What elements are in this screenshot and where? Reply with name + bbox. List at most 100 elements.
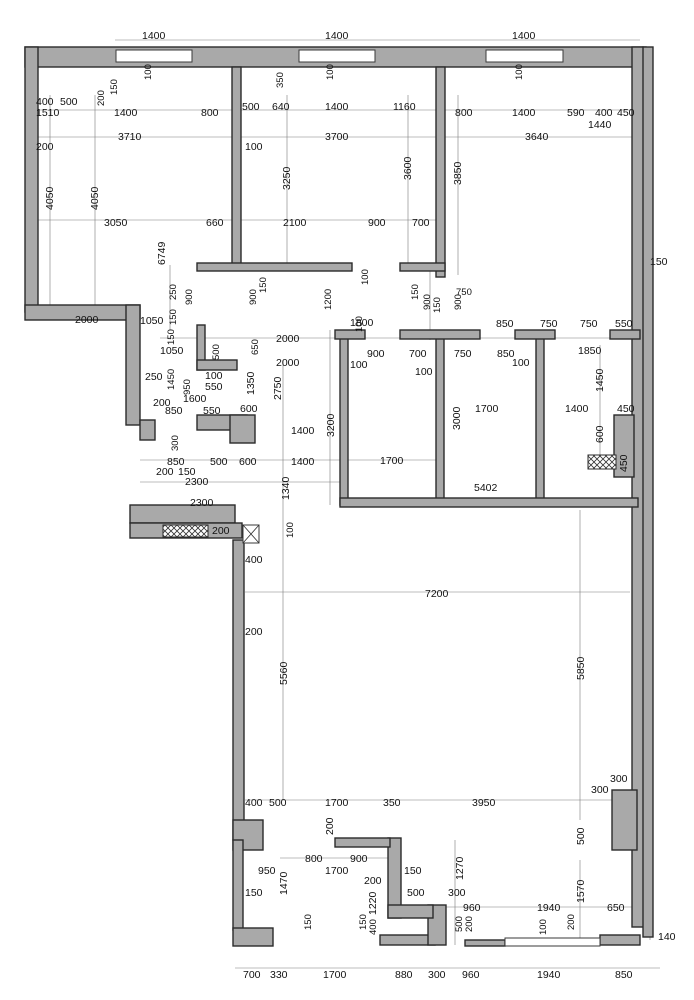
dimension-label: 750 [454,348,472,360]
dimension-label: 450 [617,107,635,119]
dimension-label: 1940 [537,969,561,981]
dimension-label: 3700 [325,131,349,143]
dimension-label: 300 [448,887,466,899]
dimension-label: 330 [270,969,288,981]
dimension-label: 850 [167,456,185,468]
dimension-label: 450 [618,454,630,472]
top-window-labels: 1400 1400 1400 [142,30,536,42]
dimension-label: 1700 [323,969,347,981]
dimension-label: 100 [245,141,263,153]
dimension-label: 150 [258,277,269,293]
dimension-label: 3710 [118,131,142,143]
dimension-label: 300 [170,435,181,451]
dimension-label: 1450 [166,369,177,390]
dimension-label: 500 [211,344,222,360]
dimension-label: 1450 [594,368,606,392]
dimension-label: 3850 [452,161,464,185]
dimension-label: 750 [580,318,598,330]
dimension-label: 900 [368,217,386,229]
dimension-label: 2750 [272,376,284,400]
dimension-label: 300 [610,773,628,785]
dimension-label: 900 [367,348,385,360]
bottom-row-labels: 700 330 1700 880 300 960 1940 850 [243,969,633,981]
dimension-label: 850 [165,405,183,417]
dimension-label: 3950 [472,797,496,809]
dimension-label: 100 [514,64,525,80]
dimension-label: 5850 [575,656,587,680]
dimension-label: 1400 [565,403,589,415]
dimension-label: 750 [456,287,472,298]
dimension-label: 1600 [183,393,207,405]
dimension-label: 350 [383,797,401,809]
dimension-label: 900 [350,853,368,865]
dimension-label: 800 [201,107,219,119]
dimension-label: 150 [178,466,196,478]
dimension-label: 550 [203,405,221,417]
dimension-label: 640 [272,101,290,113]
dimension-label: 150 [303,914,314,930]
dimension-label: 300 [428,969,446,981]
dimension-label: 200 [36,141,54,153]
dimension-label: 2000 [75,314,99,326]
dimension-label: 1700 [380,455,404,467]
dimension-label: 100 [285,522,296,538]
dimension-label: 590 [567,107,585,119]
dimension-label: 150 [404,865,422,877]
dimension-label: 2300 [190,497,214,509]
dimension-label: 750 [540,318,558,330]
dimension-label: 1270 [454,856,466,880]
dimension-label: 1400 [291,425,315,437]
dimension-label: 500 [210,456,228,468]
dimension-label: 3250 [281,166,293,190]
dimension-label: 200 [324,817,336,835]
dimension-label: 3600 [402,156,414,180]
dimension-label: 1440 [588,119,612,131]
dimension-label: 3050 [104,217,128,229]
dimension-label: 1400 [114,107,138,119]
dimension-label: 5402 [474,482,498,494]
dimension-label: 500 [454,916,465,932]
dimension-label: 100 [512,357,530,369]
dimension-label: 450 [617,403,635,415]
dimension-label: 200 [464,916,475,932]
dimension-label: 2000 [276,333,300,345]
dimension-label: 950 [258,865,276,877]
dimension-label: 100 [205,370,223,382]
dimension-label: 400 [245,554,263,566]
dimension-label: 550 [615,318,633,330]
dimension-label: 300 [591,784,609,796]
center-labels: 250 150 900 2000 150 900 1200 100 150 90… [75,141,635,566]
dimension-label: 960 [463,902,481,914]
dimension-label: 900 [184,289,195,305]
dimension-label: 900 [453,294,464,310]
dimension-label: 150 [432,297,443,313]
dimension-label: 150 [109,79,120,95]
dimension-label: 900 [422,294,433,310]
dimension-label: 7200 [425,588,449,600]
windows [115,49,601,947]
dimension-label: 150 [358,914,369,930]
dimension-label: 2300 [185,476,209,488]
dimension-label: 800 [455,107,473,119]
dimension-label: 1340 [280,476,292,500]
dimension-label: 960 [462,969,480,981]
dimension-label: 600 [594,425,606,443]
dimension-label: 700 [412,217,430,229]
dimension-label: 1220 [367,891,379,915]
dimension-label: 2000 [276,357,300,369]
walls [24,46,654,947]
dimension-label: 1400 [291,456,315,468]
dimension-label: 100 [354,316,365,332]
dimension-label: 100 [143,64,154,80]
dimension-label: 200 [156,466,174,478]
dimension-label: 1050 [140,315,164,327]
dimension-label: 400 [36,96,54,108]
dimension-label: 600 [239,456,257,468]
dimension-label: 1350 [245,371,257,395]
dimension-label: 1400 [142,30,166,42]
dimension-label: 100 [415,366,433,378]
dimension-label: 400 [368,919,379,935]
dimension-label: 500 [60,96,78,108]
dimension-label: 500 [575,827,587,845]
